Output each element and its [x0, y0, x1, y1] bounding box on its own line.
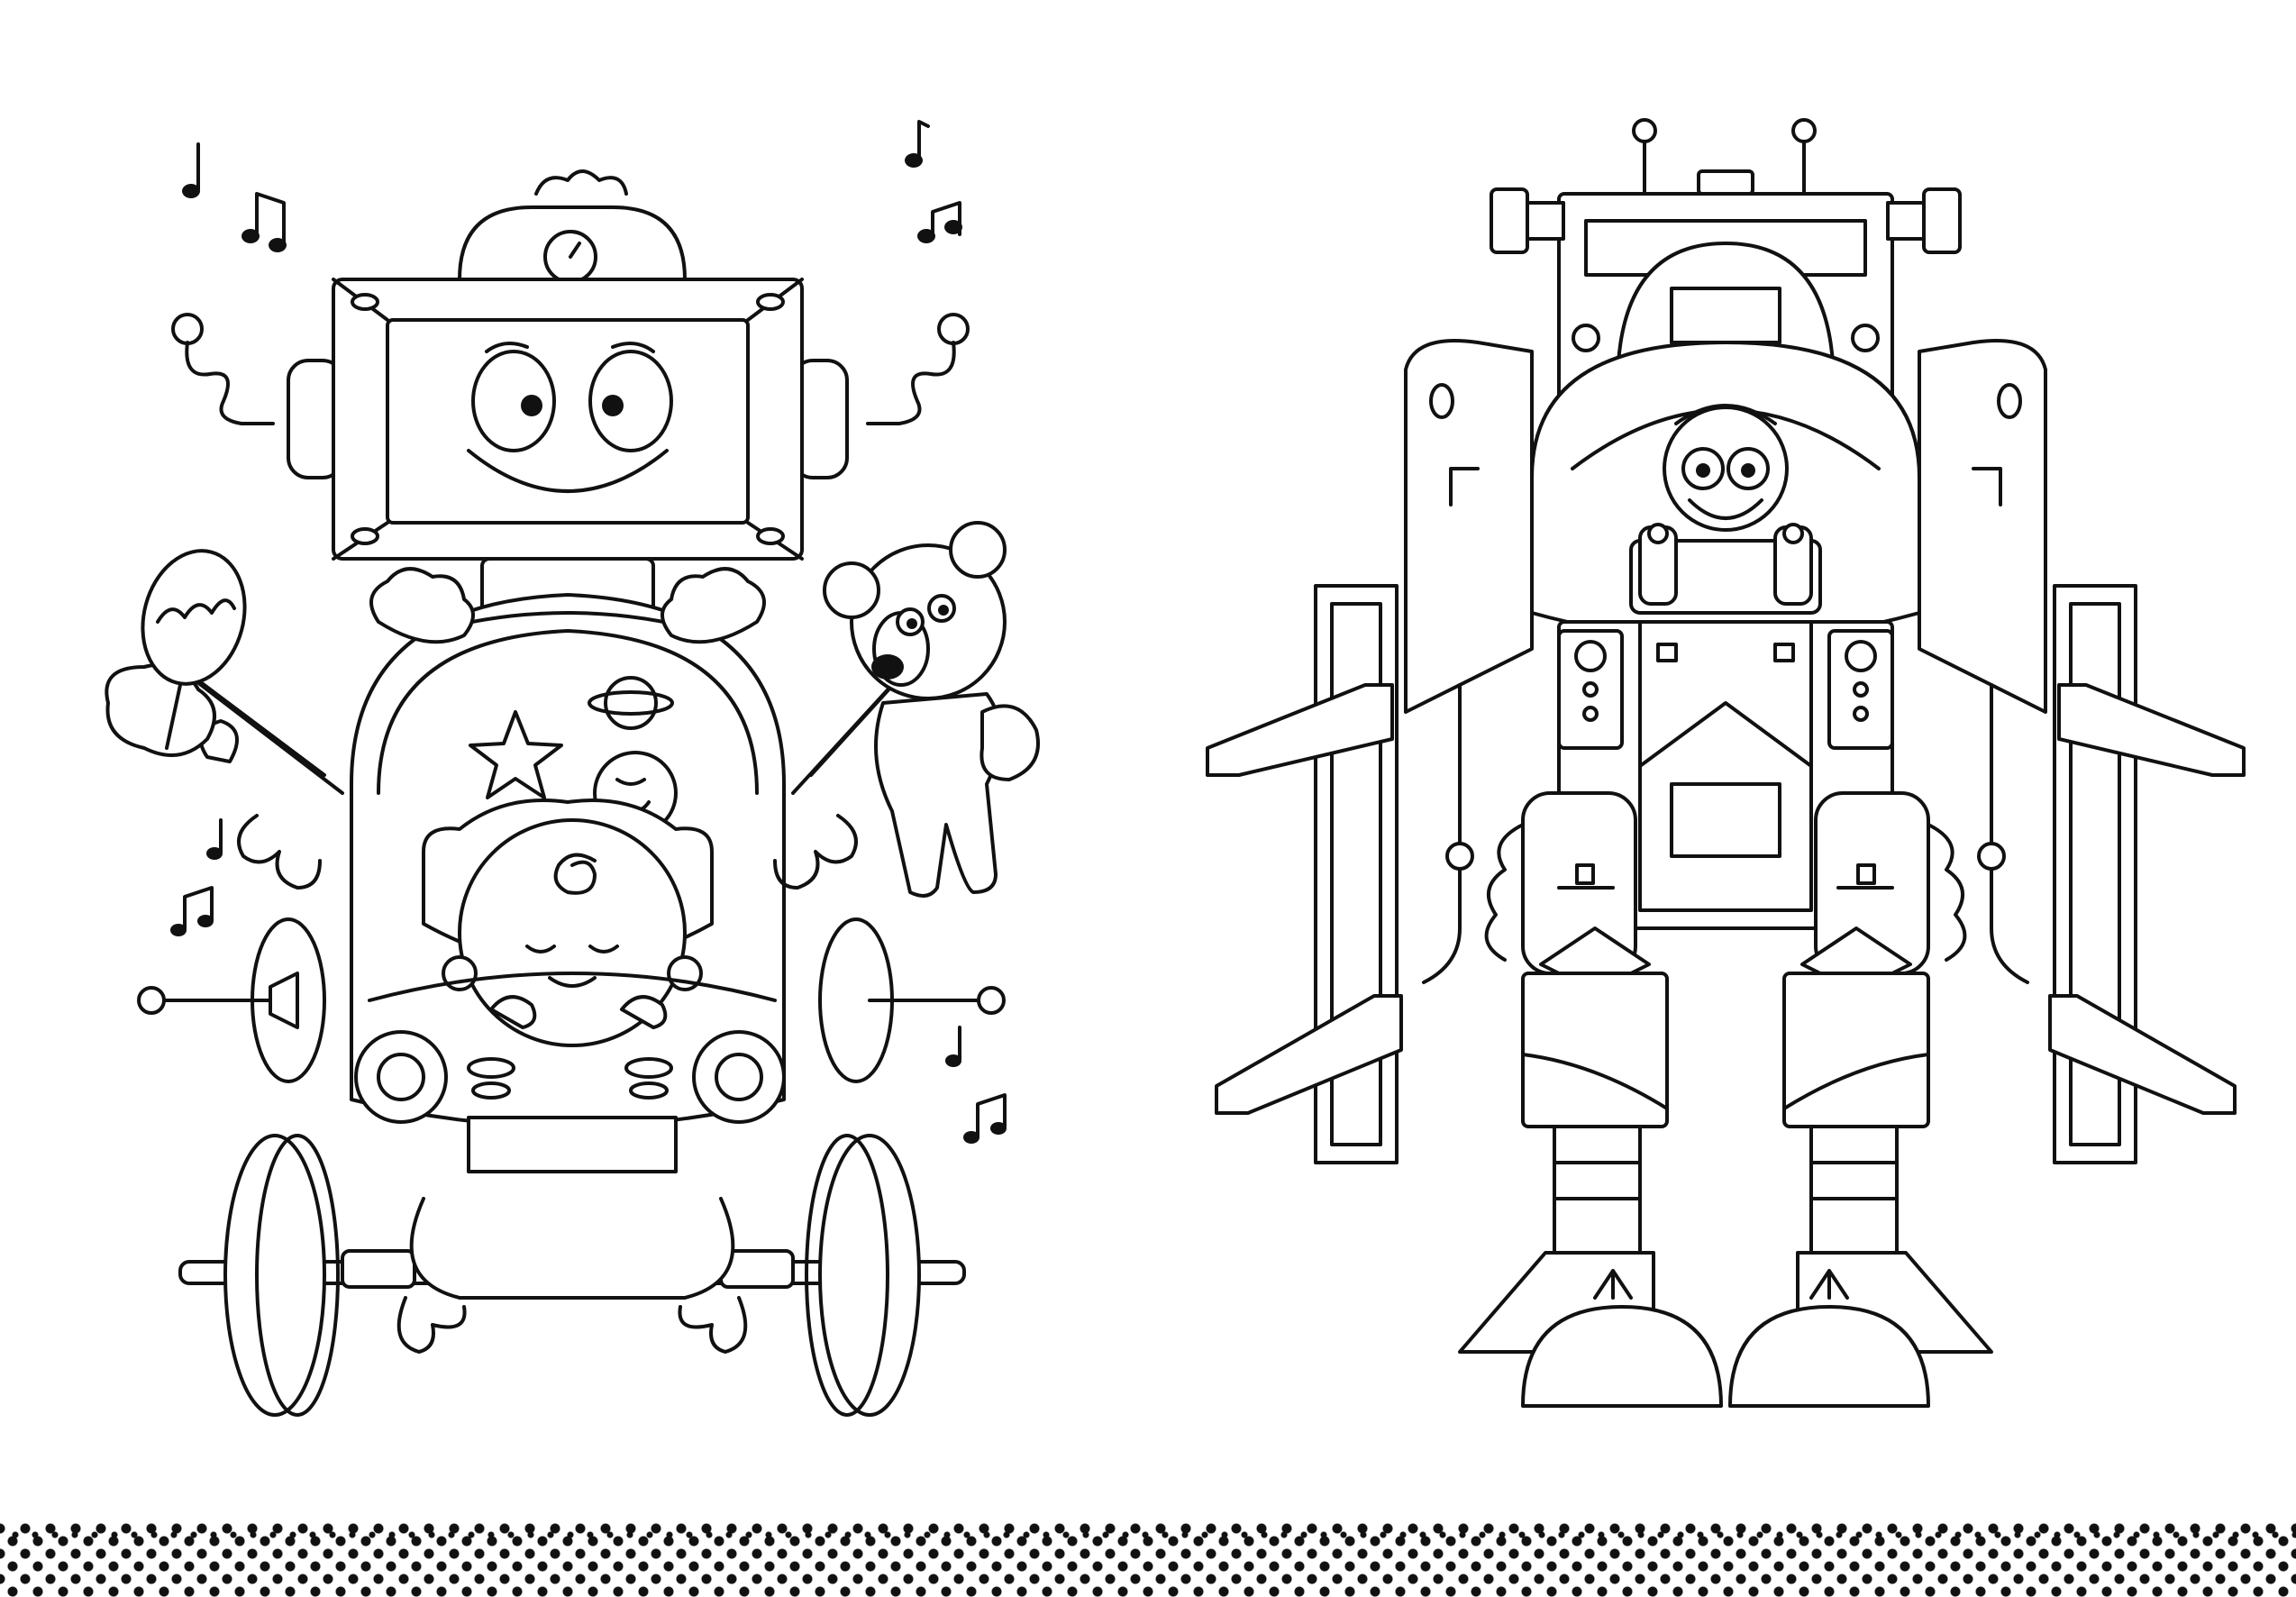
mech-suit-icon: [1206, 118, 2246, 1408]
music-note-icon: [170, 120, 1007, 1144]
robot-stroller-icon: [105, 120, 1040, 1417]
teddy-bear-icon: [823, 521, 1040, 898]
halftone-dots-border: [0, 1523, 2296, 1597]
illustration-area: [105, 118, 2246, 1417]
